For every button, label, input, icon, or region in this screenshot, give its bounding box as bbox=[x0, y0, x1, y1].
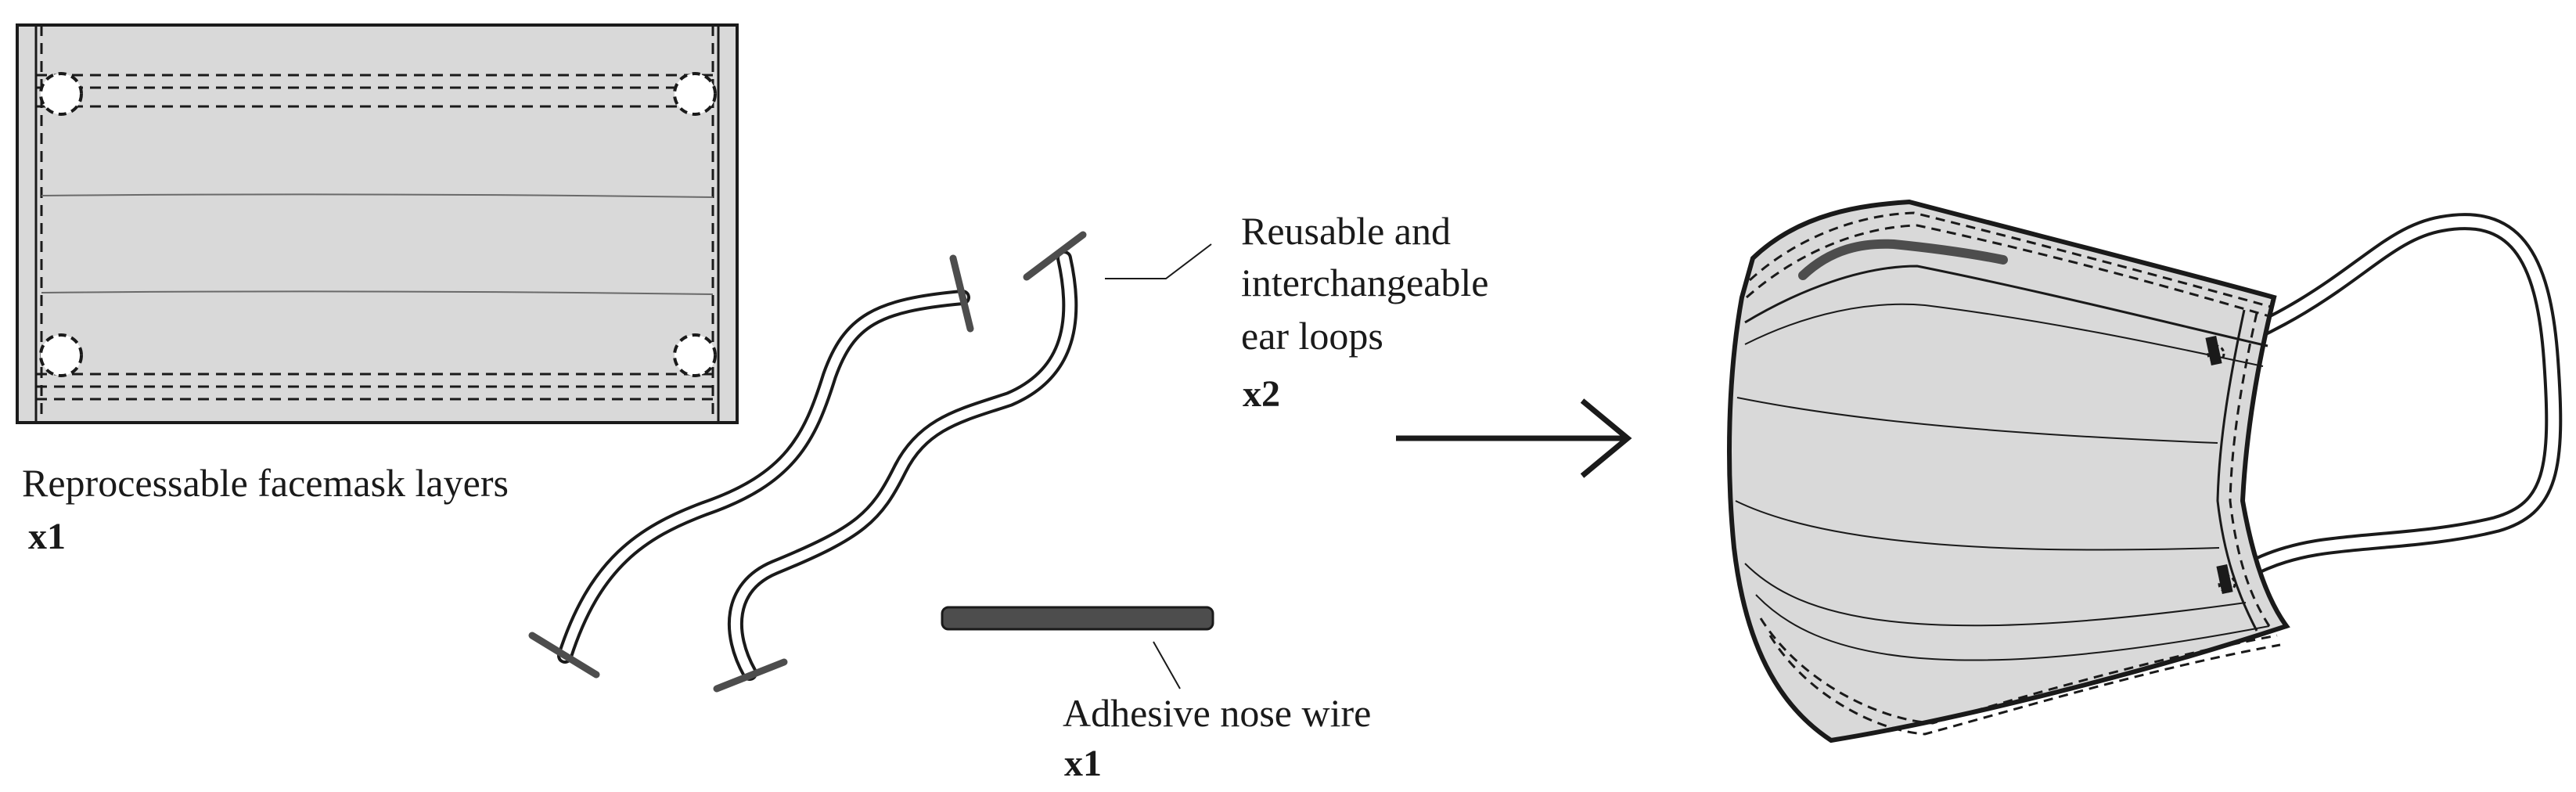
ear-loops-label-line-3: ear loops bbox=[1241, 314, 1383, 358]
facemask-layer-sheet-icon bbox=[16, 23, 739, 424]
assembled-facemask-icon bbox=[1727, 199, 2563, 743]
facemask-layers-label: Reprocessable facemask layers bbox=[22, 461, 509, 505]
nose-wire-icon bbox=[941, 606, 1214, 631]
ear-loop-leader-line bbox=[1105, 243, 1212, 279]
nose-wire-label: Adhesive nose wire bbox=[1063, 691, 1372, 735]
nose-wire-leader-line bbox=[1153, 641, 1181, 689]
ear-loop-left-icon bbox=[528, 254, 974, 679]
ear-loop-right-icon bbox=[713, 231, 1087, 693]
ear-loops-label-line-2: interchangeable bbox=[1241, 261, 1489, 304]
ear-loops-label-line-1: Reusable and bbox=[1241, 209, 1451, 253]
ear-loops-quantity: x2 bbox=[1243, 373, 1280, 415]
assembly-arrow-icon bbox=[1396, 398, 1632, 478]
facemask-layers-quantity: x1 bbox=[28, 516, 66, 557]
nose-wire-quantity: x1 bbox=[1064, 743, 1102, 784]
